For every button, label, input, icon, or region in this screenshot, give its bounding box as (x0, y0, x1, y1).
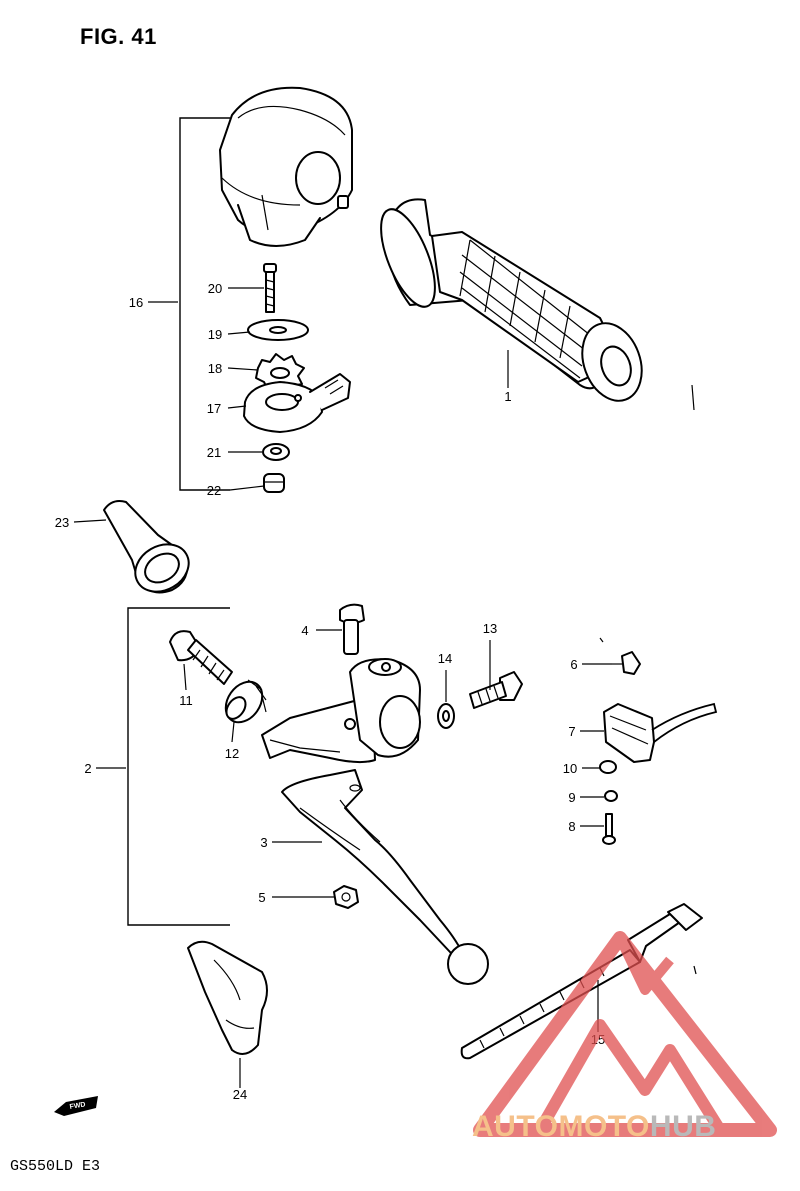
callout-22: 22 (207, 483, 221, 498)
callout-5: 5 (258, 890, 265, 905)
switch-housing-part-16 (219, 86, 353, 247)
callout-21: 21 (207, 445, 221, 460)
cable-boot-part-23 (103, 500, 190, 594)
callout-2: 2 (84, 761, 91, 776)
screw-part-20 (263, 263, 277, 313)
screw-part-6 (612, 651, 641, 675)
callout-17: 17 (207, 401, 221, 416)
callout-13: 13 (483, 621, 497, 636)
callout-18: 18 (208, 361, 222, 376)
clutch-lever-part-3 (281, 769, 489, 985)
callout-8: 8 (568, 819, 575, 834)
forward-arrow-icon: FWD (54, 1096, 98, 1116)
clutch-switch-part-7 (603, 702, 718, 763)
lever-holder-part-2 (261, 658, 421, 764)
locknut-part-12 (224, 679, 267, 724)
stray-mark (599, 637, 604, 643)
callout-9: 9 (568, 790, 575, 805)
callout-19: 19 (208, 327, 222, 342)
callout-11: 11 (179, 693, 193, 708)
washer-part-14 (437, 703, 455, 729)
fwd-label: FWD (69, 1101, 86, 1111)
stray-mark (693, 965, 697, 975)
callout-24: 24 (233, 1087, 247, 1102)
handlebar-grip-part-1 (380, 198, 643, 402)
callout-16: 16 (129, 295, 143, 310)
callout-20: 20 (208, 281, 222, 296)
throttle-pulley-part-17 (243, 373, 351, 433)
bolt-part-13 (469, 671, 523, 709)
figure-title: FIG. 41 (80, 24, 157, 49)
callout-23: 23 (55, 515, 69, 530)
nut-part-9 (604, 790, 618, 802)
leader-lines (73, 287, 612, 1088)
watermark-text: AUTOMOTOHUB (472, 1110, 716, 1144)
nut-part-5 (333, 885, 359, 909)
callout-3: 3 (260, 835, 267, 850)
cap-nut-part-22 (263, 473, 285, 493)
callout-4: 4 (301, 623, 308, 638)
adjuster-bolt-part-11 (169, 630, 233, 685)
callout-6: 6 (570, 657, 577, 672)
lever-cover-part-24 (187, 940, 268, 1055)
stray-mark (691, 384, 695, 411)
callout-12: 12 (225, 746, 239, 761)
callout-14: 14 (438, 651, 452, 666)
screw-part-8 (602, 813, 616, 845)
watermark-text-primary: AUTOMOTO (472, 1110, 650, 1143)
callout-7: 7 (568, 724, 575, 739)
washer-part-21 (262, 443, 290, 461)
washer-part-19 (247, 319, 309, 341)
callout-10: 10 (563, 761, 577, 776)
model-code: GS550LD E3 (10, 1158, 101, 1175)
watermark-text-secondary: HUB (649, 1110, 717, 1143)
pivot-bolt-part-4 (339, 603, 365, 655)
callout-1: 1 (504, 389, 511, 404)
washer-part-10 (599, 760, 617, 774)
bracket-2 (127, 607, 230, 926)
watermark-logo (473, 931, 777, 1137)
bracket-16 (179, 117, 230, 491)
